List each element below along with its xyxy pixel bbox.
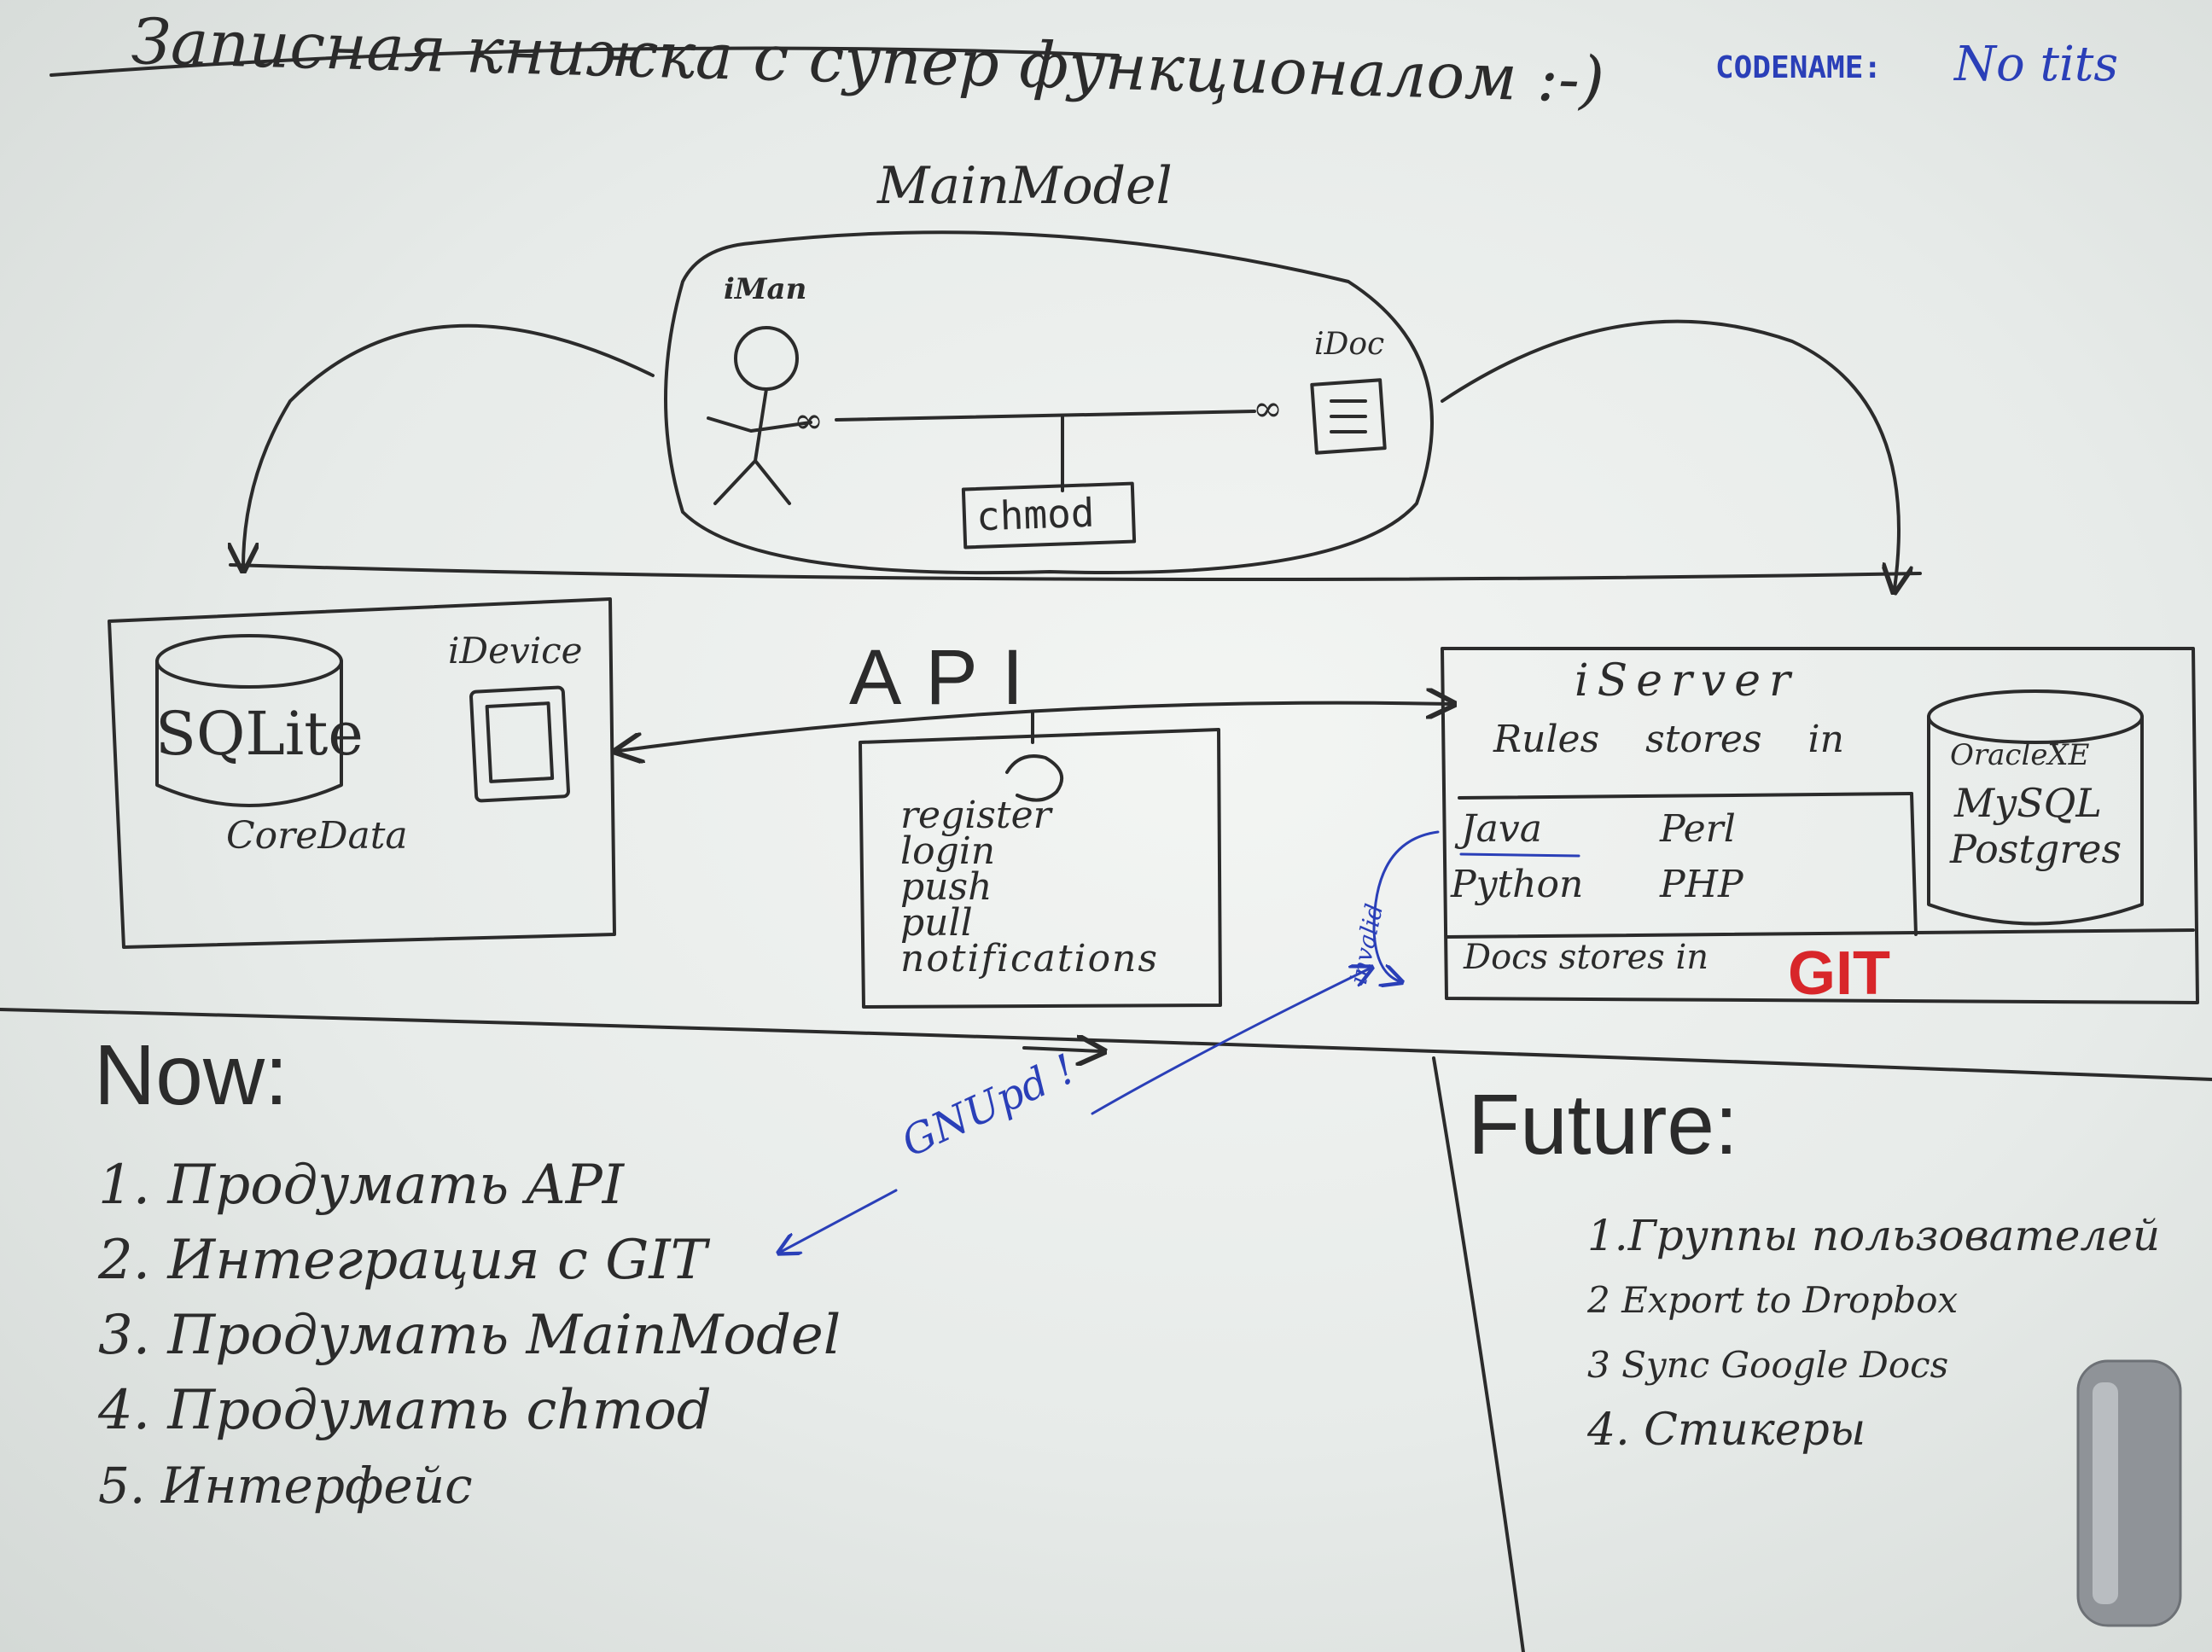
docs-caption: Docs stores in [1464,938,1709,977]
lang-perl: Perl [1660,807,1736,851]
api-arrow [619,703,1451,751]
invalid-arc [1372,830,1440,981]
api-calls-box [859,728,1222,1009]
lang-php: PHP [1660,863,1743,906]
server-title: iServer [1575,655,1799,707]
tablet-icon [469,685,570,803]
future-item: 4. Стикеры [1587,1405,1866,1456]
future-item: 2 Export to Dropbox [1587,1279,1959,1321]
now-item: 4. Продумать chmod [98,1379,712,1442]
future-title: Future: [1468,1077,1738,1172]
actor-label: iMan [724,272,807,306]
multiplicity-left: ∞ [794,399,824,441]
now-title: Now: [94,1027,288,1123]
gnupd-arrow-lower [781,1189,898,1252]
api-call: login [900,829,996,873]
main-model-outline [664,230,1434,575]
multiplicity-right: ∞ [1253,387,1283,429]
eraser [2076,1359,2182,1627]
doc-label: iDoc [1314,327,1385,362]
horizontal-divider [0,1008,2212,1081]
codename-label: CODENAME: [1715,50,1883,85]
rules-caption: Rules stores in [1493,718,1844,761]
db-mysql: MySQL [1954,780,2102,826]
association-line [835,410,1256,422]
server-db-cylinder [1927,689,2144,926]
api-label: API [849,634,1048,721]
arrow-model-to-device [243,323,655,567]
now-item: 1. Продумать API [98,1154,625,1217]
main-model-title: MainModel [877,156,1173,216]
future-item: 3 Sync Google Docs [1587,1344,1949,1386]
server-box [1441,647,2199,1004]
future-item: 1.Группы пользователей [1587,1211,2161,1260]
sync-icon [1005,754,1064,802]
divider-arrow [1022,1048,1101,1051]
db-postgres: Postgres [1950,826,2122,872]
server-docs-divider [1445,928,2195,939]
codename-value: No tits [1954,37,2119,92]
device-box [108,597,616,949]
model-divider [229,563,1922,582]
server-inner-divider [1910,792,1918,936]
now-list: 1. Продумать API 2. Интеграция с GIT 3. … [98,1148,841,1523]
docs-store-git: GIT [1788,939,1890,1008]
gnupd-arrow [1091,969,1370,1115]
db-oraclexe: OracleXE [1950,738,2090,772]
chmod-box [961,481,1137,550]
java-underline [1459,852,1580,858]
arrow-model-to-server [1441,319,1899,589]
sqlite-label: SQLite [155,699,364,769]
api-call: pull [900,901,973,945]
doc-icon [1310,378,1387,455]
lang-java: Java [1461,807,1542,851]
future-list: 1.Группы пользователей 2 Export to Dropb… [1587,1203,2160,1463]
server-rules-divider [1458,792,1913,800]
sqlite-cylinder [155,634,343,807]
api-call: push [900,865,992,909]
api-call: notifications [900,937,1159,980]
now-item: 5. Интерфейс [98,1457,473,1515]
chmod-label: chmod [975,489,1096,540]
coredata-label: CoreData [226,814,408,858]
api-call: register [900,794,1051,837]
device-title: iDevice [448,630,583,672]
vertical-divider [1432,1056,1525,1652]
now-item: 2. Интеграция с GIT [98,1229,707,1292]
now-item: 3. Продумать MainModel [98,1304,841,1367]
actor-figure [707,326,812,505]
title-underline [49,46,1120,77]
api-calls-list: register login push pull notifications [900,794,1159,980]
lang-python: Python [1451,863,1584,906]
